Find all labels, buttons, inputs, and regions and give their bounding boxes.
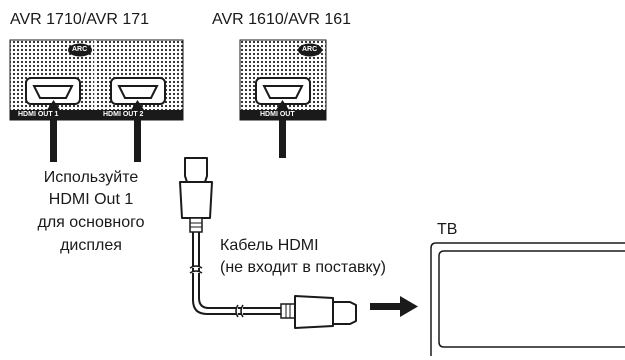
- hdmi-out-2-port: [110, 77, 166, 105]
- left-rear-panel: [9, 39, 184, 121]
- model-title-right: AVR 1610/AVR 161: [212, 11, 352, 28]
- arc-label-left: ARC: [72, 46, 88, 53]
- hdmi-out-2-label: HDMI OUT 2: [103, 111, 144, 118]
- hdmi-plug-bottom: [280, 295, 357, 329]
- note-line-3: для основного: [37, 214, 145, 231]
- arc-label-right: ARC: [302, 46, 318, 53]
- hdmi-plug-top: [179, 157, 213, 233]
- note-line-2: HDMI Out 1: [48, 191, 134, 208]
- cable-label-line-2: (не входит в поставку): [220, 259, 386, 276]
- tv-label: ТВ: [437, 221, 458, 238]
- hdmi-out-1-port: [25, 77, 81, 105]
- arrow-to-out-1: [43, 100, 64, 162]
- hdmi-out-port: [255, 77, 311, 105]
- hdmi-cable: [189, 232, 281, 318]
- arrow-to-out-2: [127, 100, 148, 162]
- cable-label-line-1: Кабель HDMI: [220, 237, 319, 254]
- tv-display: [430, 242, 625, 356]
- hdmi-out-1-label: HDMI OUT 1: [18, 111, 59, 118]
- hdmi-out-label: HDMI OUT: [260, 111, 295, 118]
- note-line-1: Используйте: [43, 169, 139, 186]
- arrow-to-out: [272, 100, 293, 158]
- model-title-left: AVR 1710/AVR 171: [10, 11, 150, 28]
- arc-badge-left: [68, 43, 92, 57]
- arrow-to-tv: [370, 296, 418, 317]
- note-line-4: дисплея: [60, 237, 122, 254]
- arc-badge-right: [298, 43, 322, 57]
